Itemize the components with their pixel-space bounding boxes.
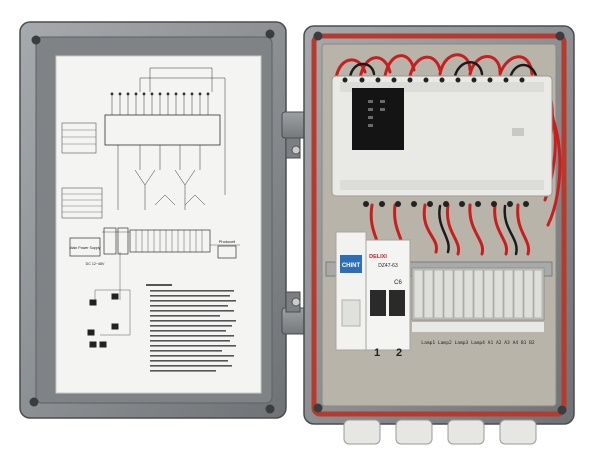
enclosure-body: CHINT DELIXI DZ47-63 C6 1 2 [303, 25, 575, 445]
module-terminals-top [342, 77, 525, 83]
module-terminals-bottom [363, 201, 529, 207]
breaker-model-label: DZ47-63 [378, 263, 398, 269]
breaker-rating-label: C6 [394, 280, 402, 286]
body-screw [557, 405, 567, 415]
body-screw [313, 403, 323, 413]
circuit-breaker: DELIXI DZ47-63 C6 1 2 [365, 239, 411, 359]
dc-voltage-label: DC 12~48V [86, 262, 105, 266]
display-window [352, 88, 404, 150]
photocell-label: Photocell [219, 239, 236, 244]
body-screw [313, 31, 323, 41]
black-wiring [348, 61, 538, 256]
terminal-blocks: Lamp1 Lamp2 Lamp3 Lamp4 A1 A2 A3 A4 B1 B… [411, 267, 545, 346]
wiring-diagram-sheet: Main Power Supply Photocell DC 12~48V [55, 55, 262, 394]
door-screw [265, 404, 275, 414]
main-power-label: Main Power Supply [70, 246, 101, 250]
cable-glands [343, 419, 537, 445]
door-screw [265, 29, 275, 39]
breaker-pole-1: 1 [374, 347, 380, 359]
surge-protector: CHINT [335, 231, 367, 351]
lamp-symbols [87, 293, 119, 348]
door-screw [31, 35, 41, 45]
notes-text [146, 284, 236, 372]
terminal-label-strip: Lamp1 Lamp2 Lamp3 Lamp4 A1 A2 A3 A4 B1 B… [421, 340, 535, 346]
controller-module [331, 75, 553, 197]
door-screw [29, 397, 39, 407]
body-screw [555, 31, 565, 41]
door-hinges [281, 111, 309, 335]
breaker-brand-label: DELIXI [369, 254, 387, 260]
enclosure-door: Main Power Supply Photocell DC 12~48V [19, 21, 287, 419]
breaker-pole-2: 2 [396, 347, 402, 359]
spd-brand-label: CHINT [342, 263, 361, 269]
